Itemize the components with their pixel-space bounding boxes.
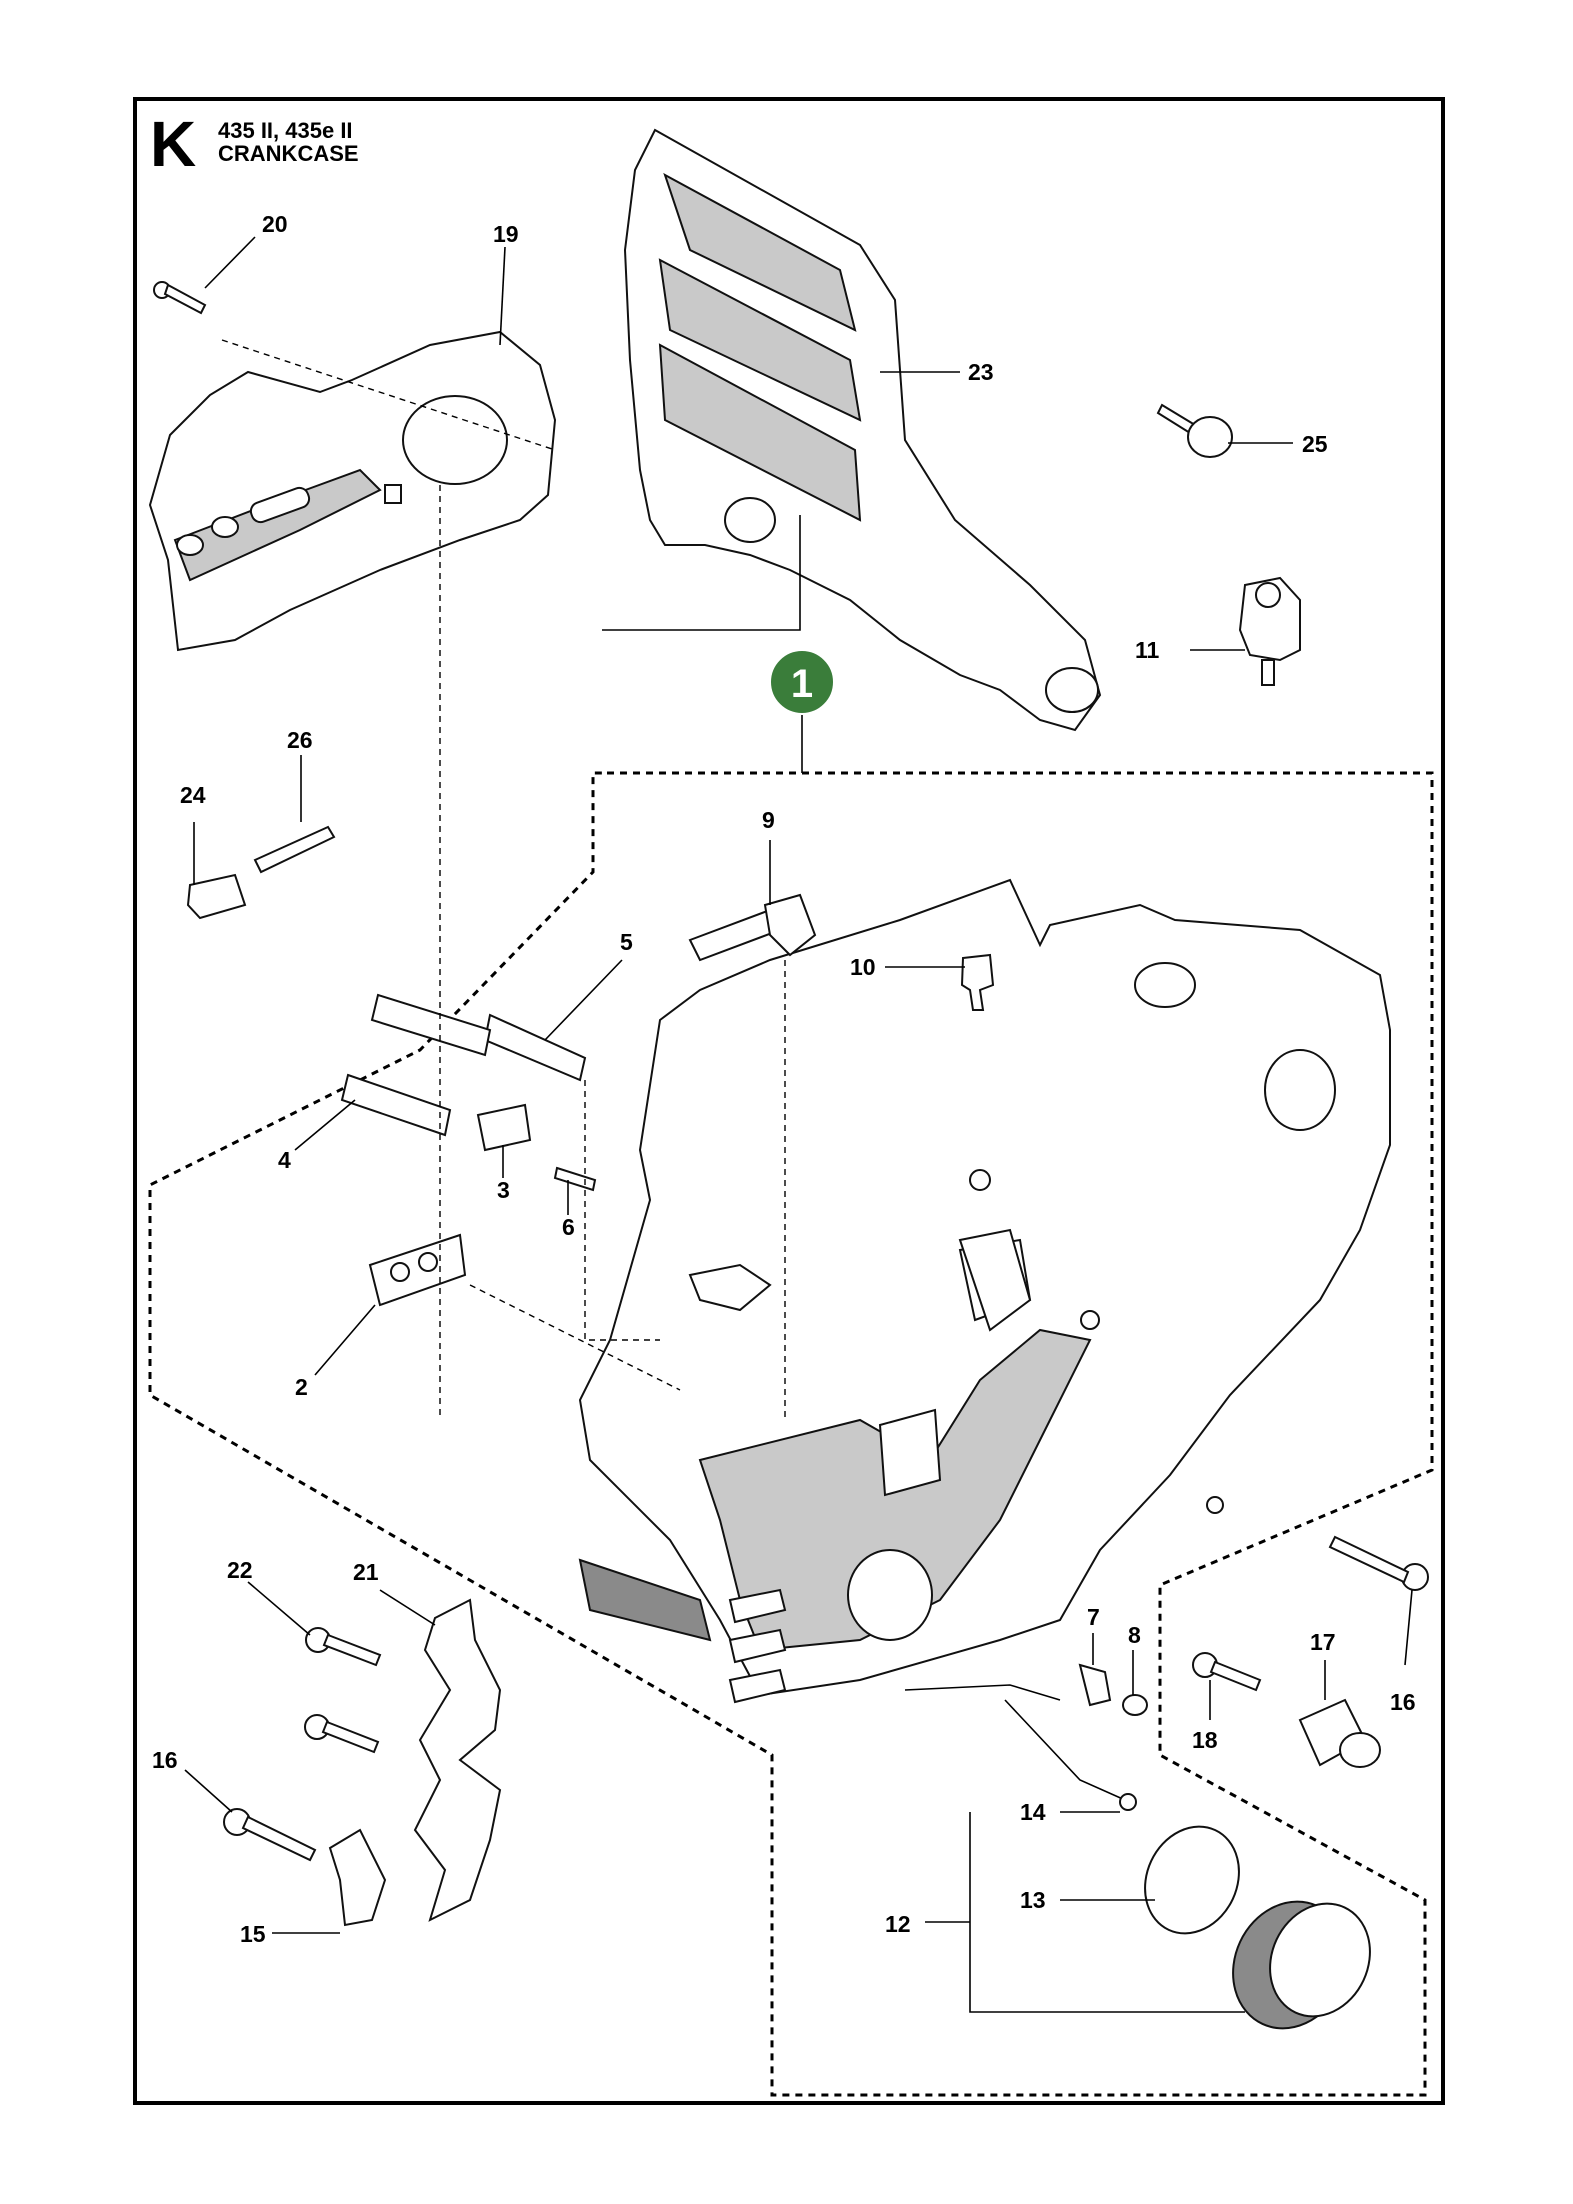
part-14-hose [904, 1684, 1137, 1811]
part-4-pin [340, 1073, 452, 1137]
part-13-o-ring [1144, 1825, 1240, 1935]
part-5-pin [483, 1013, 587, 1082]
callout-16-right: 16 [1390, 1689, 1416, 1715]
part-18-screw [1192, 1652, 1262, 1692]
part-15-bracket [328, 1828, 387, 1927]
callout-25: 25 [1302, 431, 1328, 457]
callout-18: 18 [1192, 1727, 1218, 1753]
part-6-pin [553, 1166, 597, 1192]
assembly-outline [148, 771, 1434, 2097]
part-26-spring [253, 825, 336, 874]
callout-20: 20 [262, 211, 288, 237]
part-16-bolt-right [1328, 1535, 1429, 1591]
part-25-bolt [1156, 403, 1233, 458]
callout-6: 6 [562, 1214, 575, 1240]
part-17-nut [1298, 1698, 1381, 1768]
part-24-block [186, 873, 247, 920]
callout-2: 2 [295, 1374, 308, 1400]
part-10-bolt [960, 953, 995, 1011]
part-7-screw [1078, 1663, 1112, 1707]
callout-3: 3 [497, 1177, 510, 1203]
callout-13: 13 [1020, 1887, 1046, 1913]
part-1-badge: 1 [769, 649, 835, 715]
callout-17: 17 [1310, 1629, 1336, 1655]
part-8-plug [1122, 1694, 1148, 1716]
callout-19: 19 [493, 221, 519, 247]
callout-14: 14 [1020, 1799, 1046, 1825]
part-9-boot [688, 893, 817, 962]
part-2-plate [368, 1233, 467, 1307]
callout-12: 12 [885, 1911, 911, 1937]
part-20-screw [153, 281, 207, 315]
part-3-block [476, 1103, 532, 1152]
callout-15: 15 [240, 1921, 266, 1947]
callout-26: 26 [287, 727, 313, 753]
part-12-fuel-cap [1232, 1900, 1371, 2030]
callout-8: 8 [1128, 1622, 1141, 1648]
part-22-screws [304, 1627, 382, 1754]
callout-4: 4 [278, 1147, 291, 1173]
callout-11: 11 [1135, 637, 1160, 663]
callout-23: 23 [968, 359, 994, 385]
callout-7: 7 [1087, 1604, 1100, 1630]
badge-label: 1 [791, 662, 813, 706]
threaded-rod [370, 993, 492, 1057]
callout-5: 5 [620, 929, 633, 955]
model-list: 435 II, 435e II [218, 118, 353, 143]
diagram-frame [133, 97, 1445, 2105]
assembly-lines [221, 339, 786, 1420]
callout-9: 9 [762, 807, 775, 833]
callout-21: 21 [353, 1559, 379, 1585]
callout-16-left: 16 [152, 1747, 178, 1773]
section-letter: K [150, 108, 197, 180]
callout-22: 22 [227, 1557, 253, 1583]
part-11-fitting [1238, 576, 1301, 686]
callout-24: 24 [180, 782, 206, 808]
part-16-screw-left [223, 1808, 317, 1862]
callout-10: 10 [850, 954, 876, 980]
part-19-guard-plate [148, 330, 557, 652]
section-title: CRANKCASE [218, 141, 359, 166]
part-23-hand-guard [623, 128, 1102, 732]
leader-lines [184, 236, 1413, 2013]
part-1-crankcase [578, 878, 1391, 1704]
part-21-bumper-spike [413, 1598, 502, 1922]
